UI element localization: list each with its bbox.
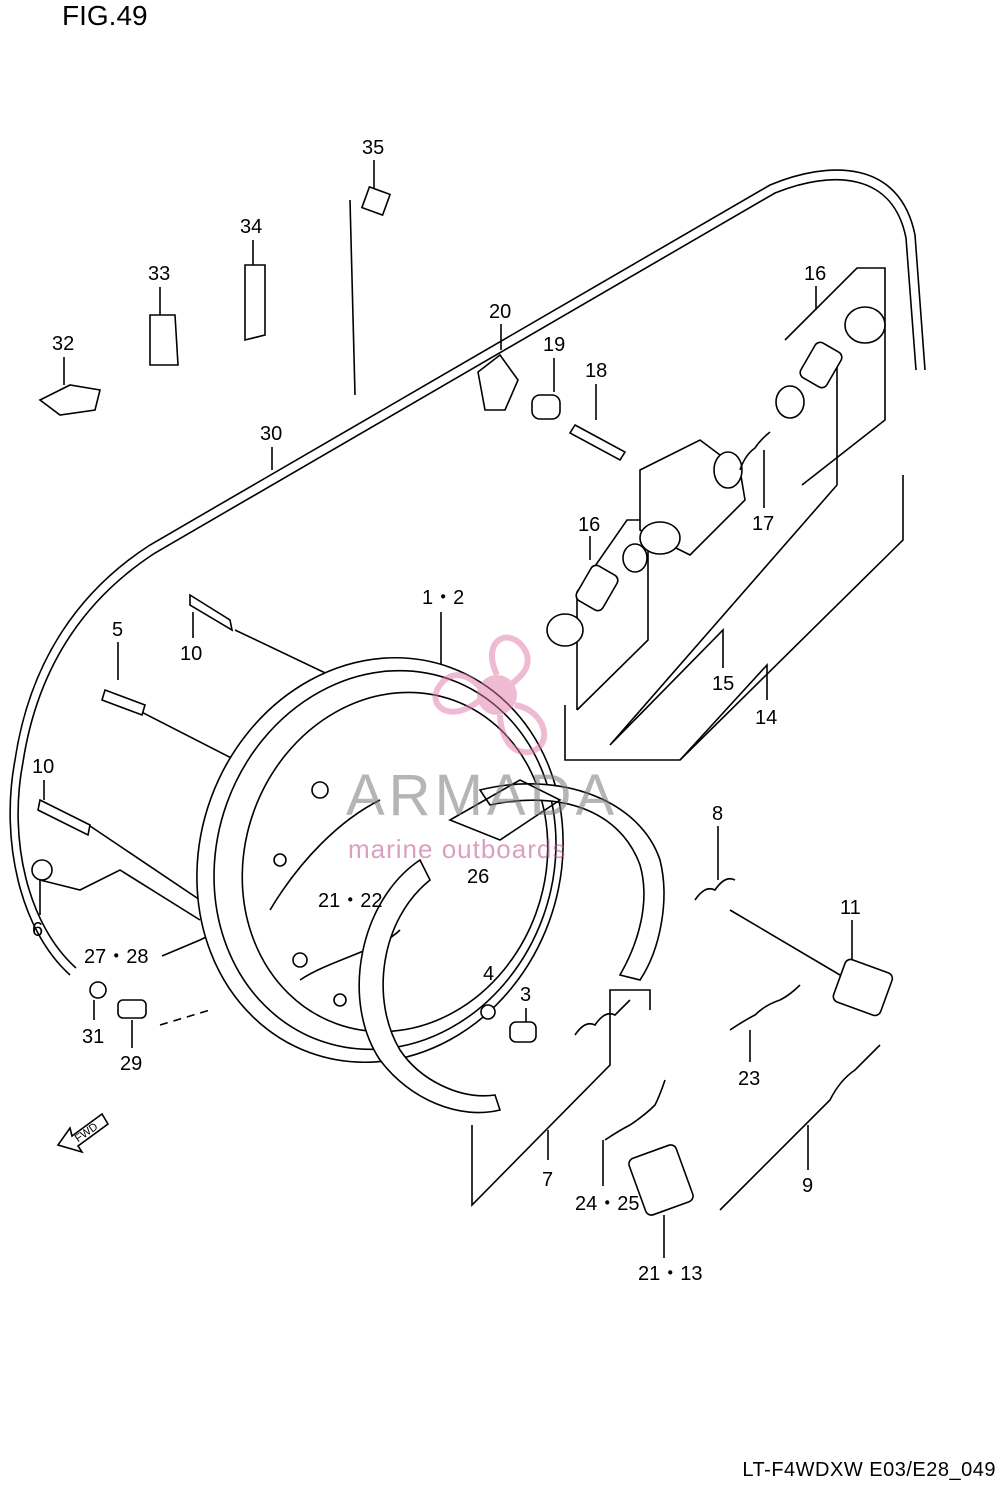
clamp-33 xyxy=(149,314,179,366)
callout-10-upper: 10 xyxy=(180,643,202,665)
watermark-logo-icon xyxy=(432,634,548,756)
callout-3: 3 xyxy=(520,984,531,1006)
callout-5: 5 xyxy=(112,619,123,641)
spring-23 xyxy=(729,984,801,1031)
callout-16-upper: 16 xyxy=(804,263,826,285)
cylinder-parts-lower xyxy=(546,543,648,647)
brake-shoe xyxy=(358,779,665,1114)
callout-6: 6 xyxy=(32,919,43,941)
bolt-29 xyxy=(117,999,147,1019)
callout-20: 20 xyxy=(489,301,511,323)
callout-16-lower: 16 xyxy=(578,514,600,536)
callout-29: 29 xyxy=(120,1053,142,1075)
fwd-arrow-icon: FWD xyxy=(56,1112,110,1154)
callout-23: 23 xyxy=(738,1068,760,1090)
callout-27-28: 27・28 xyxy=(84,946,149,968)
washer-4 xyxy=(480,1004,496,1020)
pin-3 xyxy=(509,1021,537,1043)
nut-6 xyxy=(31,859,53,881)
bolt-10a xyxy=(189,593,234,632)
callout-4: 4 xyxy=(483,963,494,985)
spring-24-25 xyxy=(604,1079,666,1141)
callout-11: 11 xyxy=(840,897,861,919)
spring-7 xyxy=(574,999,631,1036)
boot-20 xyxy=(477,353,519,411)
callout-10-lower: 10 xyxy=(32,756,54,778)
callout-labels: 35 34 33 32 30 20 19 18 16 16 17 15 14 1… xyxy=(32,137,861,1285)
watermark-tagline: marine outboards xyxy=(348,834,567,864)
callout-34: 34 xyxy=(240,216,262,238)
callout-35: 35 xyxy=(362,137,384,159)
callout-21-22: 21・22 xyxy=(318,890,383,912)
clip-35 xyxy=(349,199,356,396)
callout-1-2: 1・2 xyxy=(422,587,464,609)
callout-14: 14 xyxy=(755,707,777,729)
callout-19: 19 xyxy=(543,334,565,356)
wheel-cylinder xyxy=(639,439,746,556)
callout-15: 15 xyxy=(712,673,734,695)
spring-8 xyxy=(694,877,736,901)
bleeder-18 xyxy=(568,423,627,462)
clip-31 xyxy=(89,981,107,999)
bolt-5 xyxy=(101,688,146,717)
cylinder-parts-upper xyxy=(739,306,886,471)
callout-21-13: 21・13 xyxy=(638,1263,703,1285)
callout-7: 7 xyxy=(542,1169,553,1191)
callout-31: 31 xyxy=(82,1026,104,1048)
clamp-34 xyxy=(244,264,266,342)
watermark-brand: ARMADA xyxy=(346,763,619,828)
figure-title: FIG.49 xyxy=(62,0,148,31)
leader-lines xyxy=(39,160,904,1258)
footer-code: LT-F4WDXW E03/E28_049 xyxy=(742,1459,996,1481)
cap-19 xyxy=(531,394,561,420)
callout-17: 17 xyxy=(752,513,774,535)
callout-30: 30 xyxy=(260,423,282,445)
callout-32: 32 xyxy=(52,333,74,355)
clip-21-13 xyxy=(628,1144,694,1216)
callout-8: 8 xyxy=(712,803,723,825)
callout-9: 9 xyxy=(802,1175,813,1197)
brake-pipe xyxy=(9,169,926,976)
small-parts xyxy=(31,185,894,1216)
bolt-10b xyxy=(37,798,91,837)
callout-24-25: 24・25 xyxy=(575,1193,640,1215)
clamp-32 xyxy=(38,384,101,416)
callout-18: 18 xyxy=(585,360,607,382)
spring-9 xyxy=(719,1044,881,1211)
callout-26: 26 xyxy=(467,866,489,888)
clip-11 xyxy=(832,958,894,1017)
callout-33: 33 xyxy=(148,263,170,285)
